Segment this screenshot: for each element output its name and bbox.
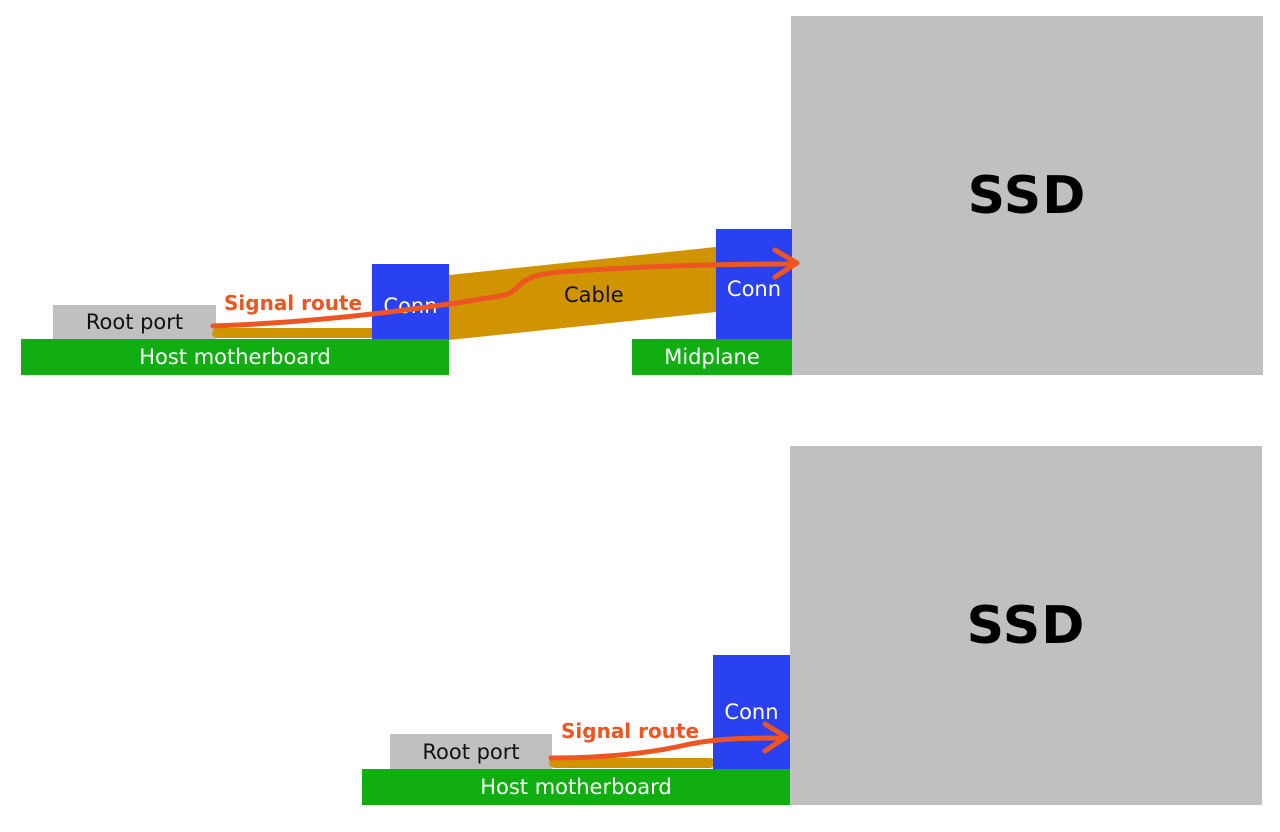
arrowhead-icon — [762, 721, 789, 754]
ssd-label: SSD — [967, 165, 1087, 226]
midplane-label: Midplane — [664, 345, 760, 369]
signal-route-path — [548, 735, 788, 761]
host-motherboard: Host motherboard — [21, 339, 449, 375]
ssd-block: SSD — [791, 16, 1263, 375]
pcb-trace — [549, 758, 715, 768]
ssd-connector-label: Conn — [726, 277, 782, 301]
pcb-trace — [212, 328, 377, 338]
root-port: Root port — [53, 305, 216, 339]
ssd-connector-label: Conn — [724, 700, 779, 724]
root-port: Root port — [390, 734, 552, 769]
ssd-block: SSD — [790, 446, 1262, 805]
midplane: Midplane — [632, 339, 792, 375]
cable-label: Cable — [564, 283, 624, 307]
host-motherboard-label: Host motherboard — [139, 345, 331, 369]
ssd-label: SSD — [966, 595, 1086, 656]
ssd-connector: Conn — [716, 229, 792, 339]
signal-route-path — [210, 261, 798, 329]
ssd-connector: Conn — [713, 655, 790, 769]
host-motherboard: Host motherboard — [362, 769, 790, 805]
cable-shape — [449, 247, 716, 340]
signal-route-arrow — [210, 247, 800, 329]
signal-route-label: Signal route — [561, 719, 700, 743]
host-connector: Conn — [372, 264, 449, 339]
signal-route-arrow — [548, 721, 789, 761]
diagram-with-cable: SSD Cable Host motherboard Midplane Root… — [0, 0, 1280, 400]
cable-body — [449, 247, 716, 340]
signal-route-label: Signal route — [224, 291, 363, 315]
diagram-direct: SSD Host motherboard Root port Conn Sign… — [0, 400, 1280, 832]
root-port-label: Root port — [422, 739, 520, 764]
host-motherboard-label: Host motherboard — [480, 775, 672, 799]
root-port-label: Root port — [85, 310, 184, 334]
arrowhead-icon — [772, 247, 800, 280]
